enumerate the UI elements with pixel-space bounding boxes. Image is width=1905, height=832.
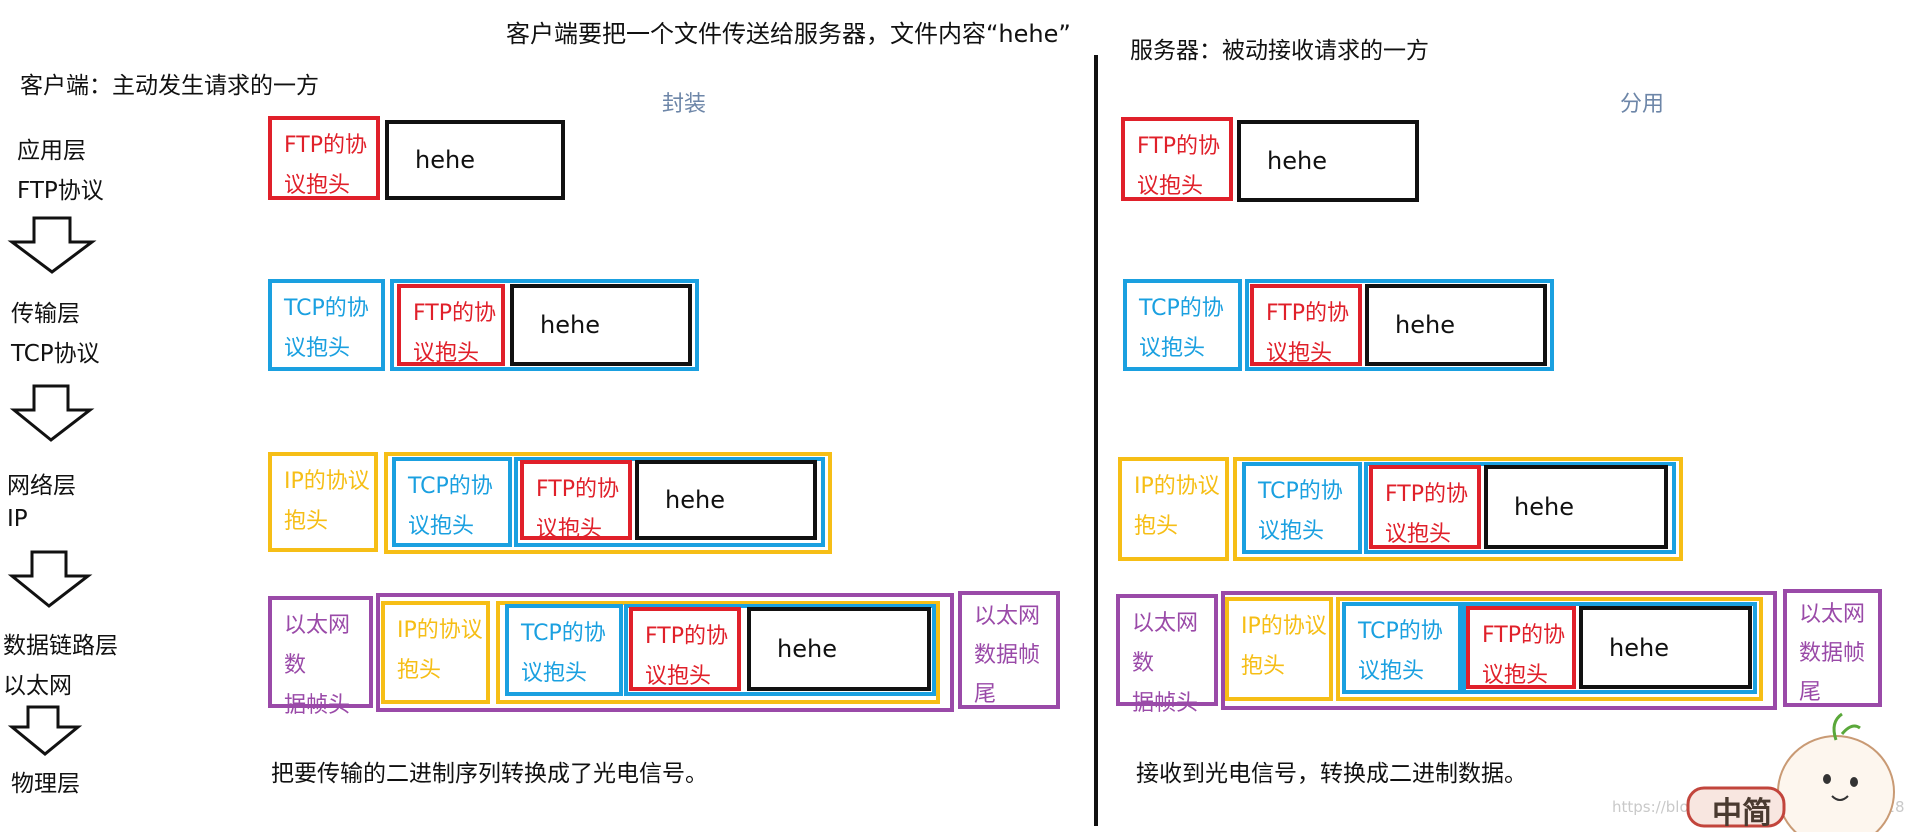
layer-application-name: 应用层 [17, 138, 86, 164]
encapsulation-label: 封装 [662, 92, 707, 117]
down-arrow-icon [7, 550, 93, 608]
client-ftp-header: FTP的协 议抱头 [268, 116, 380, 200]
client-payload: hehe [385, 120, 565, 200]
server-label: 服务器：被动接收请求的一方 [1130, 38, 1429, 64]
server-ethernet-trailer: 以太网 数据帧 尾 [1783, 589, 1882, 707]
server-ethernet-frame [1221, 591, 1777, 710]
client-tcp-segment [514, 457, 825, 547]
server-ip-header: IP的协议 抱头 [1118, 457, 1229, 561]
client-ethernet-trailer: 以太网 数据帧 尾 [958, 591, 1060, 709]
server-ethernet-header: 以太网数 据帧头 [1116, 594, 1218, 716]
server-ip-packet [1336, 597, 1763, 701]
server-tcp-segment [1462, 602, 1757, 694]
client-tcp-segment [624, 604, 936, 696]
client-server-divider [1094, 55, 1098, 826]
diagram-title: 客户端要把一个文件传送给服务器，文件内容“hehe” [506, 20, 1071, 48]
layer-transport-protocol: TCP协议 [11, 341, 100, 367]
client-ftp-header: FTP的协 议抱头 [397, 284, 505, 366]
server-ftp-header: FTP的协 议抱头 [1466, 606, 1576, 689]
layer-physical-name: 物理层 [11, 771, 80, 797]
demultiplexing-label: 分用 [1620, 92, 1665, 117]
client-ip-header: IP的协议 抱头 [381, 601, 490, 704]
server-tcp-segment [1245, 279, 1554, 371]
client-ip-header: IP的协议 抱头 [268, 452, 378, 552]
server-ip-packet [1233, 457, 1683, 561]
layer-transport-name: 传输层 [11, 301, 80, 327]
server-footer: 接收到光电信号，转换成二进制数据。 [1136, 761, 1527, 787]
layer-application-protocol: FTP协议 [17, 178, 104, 204]
server-ip-header: IP的协议 抱头 [1225, 597, 1333, 701]
client-footer: 把要传输的二进制序列转换成了光电信号。 [271, 761, 708, 787]
client-label: 客户端：主动发生请求的一方 [20, 73, 319, 99]
down-arrow-icon [7, 705, 83, 756]
layer-network-protocol: IP [7, 506, 28, 532]
server-tcp-header: TCP的协 议抱头 [1242, 462, 1362, 554]
server-ftp-header: FTP的协 议抱头 [1369, 465, 1481, 549]
server-tcp-header: TCP的协 议抱头 [1342, 602, 1462, 694]
client-ftp-header: FTP的协 议抱头 [520, 460, 632, 542]
client-ip-packet [384, 452, 832, 554]
client-tcp-segment [390, 279, 699, 371]
mascot-logo-icon [1686, 712, 1895, 832]
server-payload: hehe [1484, 465, 1668, 549]
logo-text: 中简 [1712, 796, 1772, 831]
server-ftp-header: FTP的协 议抱头 [1250, 284, 1362, 366]
server-payload: hehe [1237, 120, 1419, 202]
client-payload: hehe [747, 607, 931, 691]
server-tcp-header: TCP的协 议抱头 [1123, 279, 1242, 371]
server-ftp-header: FTP的协 议抱头 [1121, 117, 1233, 201]
down-arrow-icon [9, 384, 95, 442]
client-ftp-header: FTP的协 议抱头 [629, 607, 741, 691]
layer-network-name: 网络层 [7, 473, 76, 499]
server-tcp-segment [1364, 462, 1676, 554]
client-ethernet-header: 以太网数 据帧头 [268, 596, 373, 718]
client-payload: hehe [510, 284, 692, 366]
client-payload: hehe [635, 460, 817, 540]
server-payload: hehe [1579, 606, 1752, 689]
layer-datalink-protocol: 以太网 [3, 673, 72, 699]
client-tcp-header: TCP的协 议抱头 [268, 279, 385, 371]
client-ethernet-frame [376, 593, 954, 712]
client-tcp-header: TCP的协 议抱头 [392, 457, 512, 547]
client-ip-packet [496, 601, 940, 704]
client-tcp-header: TCP的协 议抱头 [505, 604, 623, 696]
layer-datalink-name: 数据链路层 [3, 633, 118, 659]
down-arrow-icon [7, 216, 97, 274]
server-payload: hehe [1365, 284, 1547, 366]
